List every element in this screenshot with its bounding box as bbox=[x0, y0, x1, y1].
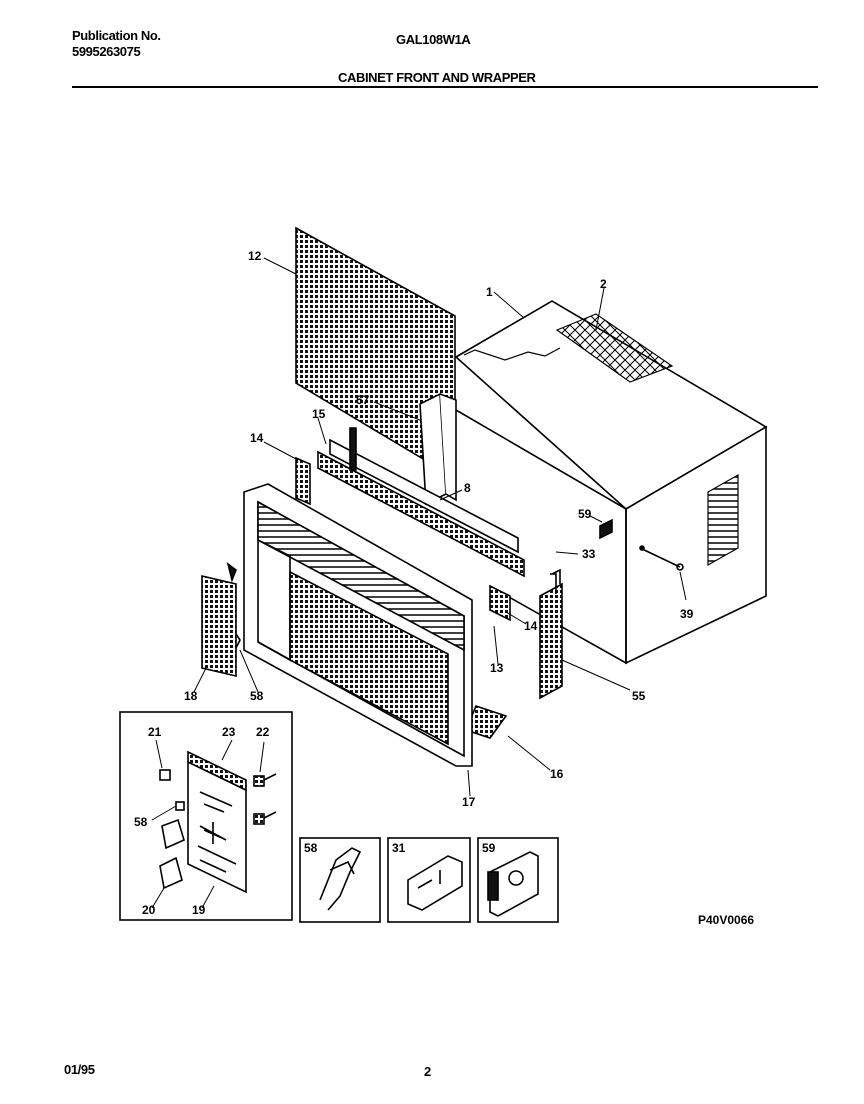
label-58-control: 58 bbox=[134, 815, 148, 829]
publication-label: Publication No. bbox=[72, 28, 161, 43]
label-1: 1 bbox=[486, 285, 493, 299]
left-filter bbox=[201, 574, 237, 678]
label-23: 23 bbox=[222, 725, 236, 739]
control-panel bbox=[159, 750, 277, 894]
inset-label-58: 58 bbox=[304, 841, 318, 855]
label-14-left: 14 bbox=[250, 431, 264, 445]
reference-code: P40V0066 bbox=[698, 913, 754, 927]
model-number: GAL108W1A bbox=[396, 32, 471, 47]
label-20: 20 bbox=[142, 903, 156, 917]
side-seal-right bbox=[489, 584, 511, 622]
label-59: 59 bbox=[578, 507, 592, 521]
label-21: 21 bbox=[148, 725, 162, 739]
label-39: 39 bbox=[680, 607, 694, 621]
top-rail bbox=[317, 450, 525, 578]
label-33: 33 bbox=[582, 547, 596, 561]
label-17: 17 bbox=[462, 795, 476, 809]
front-grille bbox=[243, 483, 473, 767]
inset-label-59: 59 bbox=[482, 841, 496, 855]
section-title: CABINET FRONT AND WRAPPER bbox=[338, 70, 536, 85]
part-labels: 12 1 2 57 15 14 8 59 33 39 14 13 55 18 5… bbox=[134, 249, 754, 927]
publication-number: 5995263075 bbox=[72, 44, 141, 59]
label-15: 15 bbox=[312, 407, 326, 421]
label-13: 13 bbox=[490, 661, 504, 675]
side-seal-left bbox=[295, 456, 311, 506]
label-58: 58 bbox=[250, 689, 264, 703]
label-18: 18 bbox=[184, 689, 198, 703]
label-57: 57 bbox=[356, 393, 370, 407]
label-22: 22 bbox=[256, 725, 270, 739]
side-panel bbox=[539, 582, 563, 700]
label-19: 19 bbox=[192, 903, 206, 917]
label-2: 2 bbox=[600, 277, 607, 291]
label-16: 16 bbox=[550, 767, 564, 781]
label-12: 12 bbox=[248, 249, 262, 263]
header-rule bbox=[72, 86, 818, 88]
cabinet-wrapper bbox=[454, 300, 768, 665]
inset-label-31: 31 bbox=[392, 841, 406, 855]
insulation-pad bbox=[555, 313, 674, 383]
label-14-right: 14 bbox=[524, 619, 538, 633]
label-55: 55 bbox=[632, 689, 646, 703]
inset-box-58 bbox=[299, 837, 381, 923]
footer-date: 01/95 bbox=[64, 1062, 95, 1077]
label-8: 8 bbox=[464, 481, 471, 495]
page-number: 2 bbox=[424, 1064, 431, 1079]
